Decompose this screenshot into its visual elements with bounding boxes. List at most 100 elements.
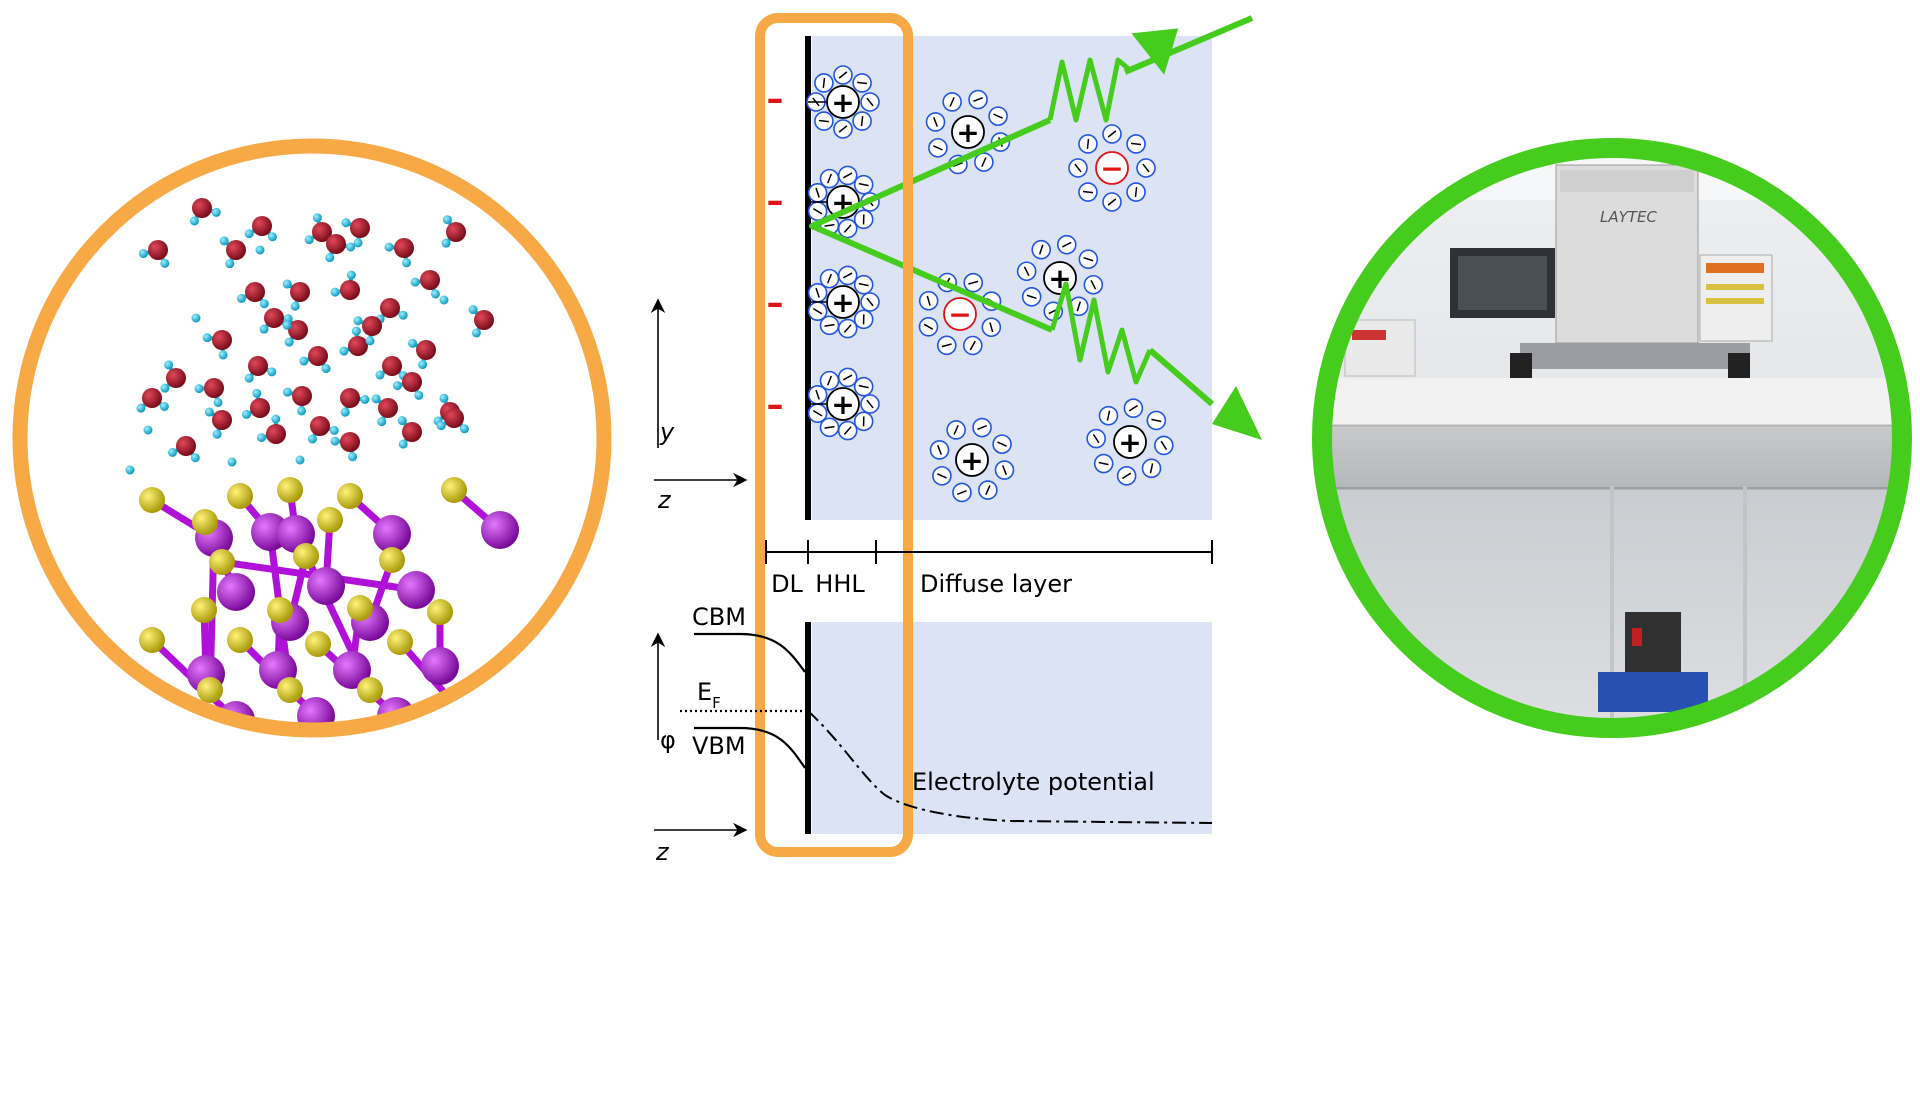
solvent-dipole-icon bbox=[855, 276, 873, 294]
sulfur-atom-icon bbox=[337, 483, 363, 509]
solvent-dipole-icon bbox=[1032, 241, 1050, 259]
hydrogen-atom-icon bbox=[228, 458, 237, 467]
solvent-dipole-icon bbox=[1147, 411, 1165, 429]
hydrogen-atom-icon bbox=[440, 296, 449, 305]
solvent-dipole-icon bbox=[839, 422, 857, 440]
solvent-dipole-icon bbox=[1127, 183, 1145, 201]
sulfur-atom-icon bbox=[197, 677, 223, 703]
hydrogen-atom-icon bbox=[144, 426, 153, 435]
solvent-dipole-icon bbox=[931, 441, 949, 459]
solvent-dipole-icon bbox=[821, 270, 839, 288]
metal-atom-icon bbox=[451, 703, 489, 741]
cbm-label: CBM bbox=[692, 603, 746, 631]
atomistic-circle bbox=[20, 146, 604, 741]
solvent-dipole-icon bbox=[853, 112, 871, 130]
sulfur-atom-icon bbox=[305, 631, 331, 657]
solvent-dipole-icon bbox=[979, 481, 997, 499]
layer-scale: DL HHL Diffuse layer bbox=[766, 540, 1212, 598]
solvent-dipole-icon bbox=[839, 320, 857, 338]
solvent-dipole-icon bbox=[947, 421, 965, 439]
hydrogen-atom-icon bbox=[296, 456, 305, 465]
solvent-dipole-icon bbox=[1084, 276, 1102, 294]
svg-text:+: + bbox=[956, 116, 979, 149]
solvent-dipole-icon bbox=[834, 120, 852, 138]
svg-text:–: – bbox=[767, 181, 784, 221]
sulfur-atom-icon bbox=[317, 507, 343, 533]
solvent-dipole-icon bbox=[1127, 135, 1145, 153]
sulfur-atom-icon bbox=[277, 477, 303, 503]
z-axis-label-bottom: z bbox=[655, 838, 670, 866]
metal-atom-icon bbox=[397, 571, 435, 609]
sulfur-atom-icon bbox=[192, 509, 218, 535]
solvent-dipole-icon bbox=[861, 93, 879, 111]
hydrogen-atom-icon bbox=[256, 246, 265, 255]
fermi-label: EF bbox=[697, 678, 721, 712]
solvent-dipole-icon bbox=[973, 419, 991, 437]
svg-text:+: + bbox=[831, 86, 854, 119]
sulfur-atom-icon bbox=[139, 487, 165, 513]
solvent-dipole-icon bbox=[1023, 288, 1041, 306]
cbm-curve bbox=[694, 634, 805, 672]
solvent-dipole-icon bbox=[853, 74, 871, 92]
y-axis-label: y bbox=[659, 418, 675, 446]
solvent-dipole-icon bbox=[933, 467, 951, 485]
metal-atom-icon bbox=[481, 511, 519, 549]
solvent-dipole-icon bbox=[834, 66, 852, 84]
solvent-dipole-icon bbox=[920, 292, 938, 310]
double-layer-schematic: – – – – +++++−+−++ y z bbox=[654, 18, 1262, 866]
lab-photo-circle: LAYTEC bbox=[1300, 130, 1920, 756]
sulfur-atom-icon bbox=[277, 677, 303, 703]
sulfur-atom-icon bbox=[347, 595, 373, 621]
sulfur-atom-icon bbox=[441, 477, 467, 503]
solvent-dipole-icon bbox=[1058, 236, 1076, 254]
solvent-dipole-icon bbox=[927, 113, 945, 131]
solvent-dipole-icon bbox=[943, 93, 961, 111]
sulfur-atom-icon bbox=[209, 549, 235, 575]
solvent-dipole-icon bbox=[929, 139, 947, 157]
solvent-dipole-icon bbox=[821, 170, 839, 188]
solvent-dipole-icon bbox=[809, 302, 827, 320]
sulfur-atom-icon bbox=[293, 543, 319, 569]
sulfur-atom-icon bbox=[227, 627, 253, 653]
diffuse-layer-label: Diffuse layer bbox=[920, 570, 1072, 598]
solvent-dipole-icon bbox=[1103, 125, 1121, 143]
svg-text:+: + bbox=[831, 286, 854, 319]
solvent-dipole-icon bbox=[919, 318, 937, 336]
solvent-dipole-icon bbox=[1118, 467, 1136, 485]
phi-axis-label: φ bbox=[660, 726, 676, 754]
sulfur-atom-icon bbox=[191, 597, 217, 623]
metal-atom-icon bbox=[421, 647, 459, 685]
solvent-dipole-icon bbox=[1079, 250, 1097, 268]
sulfur-atom-icon bbox=[267, 597, 293, 623]
svg-text:−: − bbox=[1100, 152, 1123, 185]
solvent-dipole-icon bbox=[1079, 183, 1097, 201]
solvent-dipole-icon bbox=[1143, 459, 1161, 477]
cation-icon: + bbox=[1087, 399, 1173, 485]
solvent-dipole-icon bbox=[839, 368, 857, 386]
z-axis-label-top: z bbox=[657, 486, 672, 514]
electrolyte-potential-label: Electrolyte potential bbox=[912, 768, 1155, 796]
vbm-label: VBM bbox=[692, 732, 746, 760]
solvent-dipole-icon bbox=[855, 176, 873, 194]
solvent-dipole-icon bbox=[1069, 159, 1087, 177]
solvent-dipole-icon bbox=[1018, 262, 1036, 280]
solvent-dipole-icon bbox=[821, 372, 839, 390]
svg-text:–: – bbox=[767, 283, 784, 323]
solvent-dipole-icon bbox=[938, 336, 956, 354]
hydrogen-atom-icon bbox=[126, 466, 135, 475]
solvent-dipole-icon bbox=[953, 483, 971, 501]
solvent-dipole-icon bbox=[1155, 436, 1173, 454]
sulfur-atom-icon bbox=[387, 629, 413, 655]
solvent-dipole-icon bbox=[1099, 407, 1117, 425]
solvent-dipole-icon bbox=[855, 310, 873, 328]
sulfur-atom-icon bbox=[379, 547, 405, 573]
solvent-dipole-icon bbox=[1124, 399, 1142, 417]
solvent-dipole-icon bbox=[1103, 193, 1121, 211]
solvent-dipole-icon bbox=[855, 412, 873, 430]
solvent-dipole-icon bbox=[1087, 430, 1105, 448]
hydrogen-atom-icon bbox=[192, 314, 201, 323]
sulfur-atom-icon bbox=[357, 677, 383, 703]
top-axes: y z bbox=[654, 300, 746, 514]
sulfur-atom-icon bbox=[427, 599, 453, 625]
solvent-dipole-icon bbox=[975, 153, 993, 171]
